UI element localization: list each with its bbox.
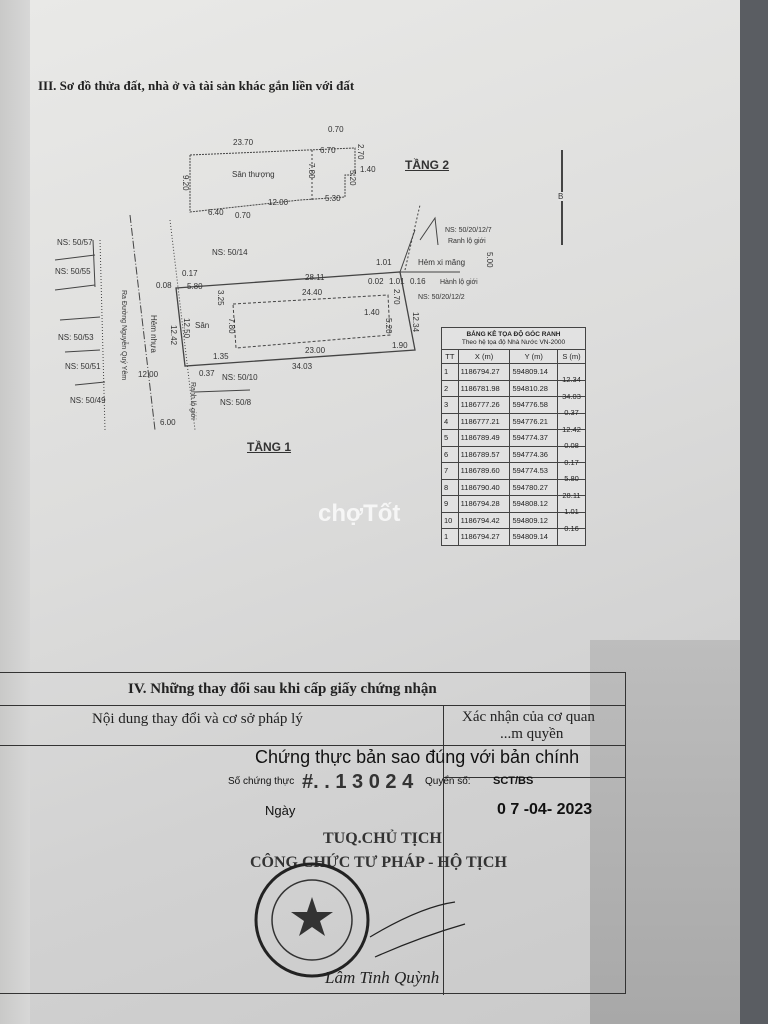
- neighbor-label: NS: 50/49: [70, 396, 106, 405]
- dim-label: 5.30: [325, 194, 341, 203]
- dim-label: 34.03: [292, 362, 313, 371]
- boundary-label: Ranh lộ giới: [448, 238, 486, 245]
- watermark: chợTốt: [318, 500, 401, 527]
- dim-label: 0.08: [156, 281, 172, 290]
- dim-label: 0.16: [410, 277, 426, 286]
- col-header: S (m): [557, 349, 586, 364]
- boundary-label: Hành lộ giới: [440, 279, 478, 286]
- parcel-outline: [175, 271, 416, 367]
- dim-label: 28.11: [305, 273, 325, 282]
- section-4-title: IV. Những thay đổi sau khi cấp giấy chứn…: [128, 681, 437, 697]
- dim-label: 23.70: [233, 138, 254, 147]
- date-label: Ngày: [265, 803, 296, 818]
- dim-label: 23.00: [305, 346, 326, 355]
- neighbor-label: NS: 50/14: [212, 248, 248, 257]
- floor-1-title: TẦNG 1: [247, 440, 292, 454]
- col-right-header-1: Xác nhận của cơ quan: [462, 709, 595, 725]
- col-left-header: Nội dung thay đổi và cơ sở pháp lý: [92, 711, 303, 727]
- authority-line-2: CÔNG CHỨC TƯ PHÁP - HỘ TỊCH: [250, 854, 507, 871]
- house-outline: [232, 294, 391, 349]
- dim-label: 0.02: [368, 277, 384, 286]
- floor-2-title: TẦNG 2: [405, 158, 450, 172]
- book-label: Quyển số:: [425, 776, 471, 787]
- dim-label: 6.40: [208, 208, 224, 217]
- cell-x: 1186794.27: [457, 528, 511, 546]
- dim-label: 24.40: [302, 288, 323, 297]
- dim-label: 0.37: [199, 369, 215, 378]
- coord-table-title: BẢNG KÊ TỌA ĐỘ GÓC RANH: [466, 330, 561, 338]
- cert-number: #. . 1 3 0 2 4: [302, 771, 414, 793]
- signer-name: Lâm Tinh Quỳnh: [325, 968, 440, 987]
- neighbor-label: NS: 50/55: [55, 267, 91, 276]
- dim-label: 1.40: [360, 165, 376, 174]
- col-header: X (m): [457, 349, 511, 364]
- neighbor-label: NS: 50/10: [222, 373, 258, 382]
- dim-label: 6.70: [320, 146, 336, 155]
- section-3-title: III. Sơ đồ thửa đất, nhà ở và tài sản kh…: [38, 78, 355, 93]
- neighbor-label: NS: 50/20/12/2: [418, 294, 465, 301]
- document-page: [30, 0, 740, 1024]
- north-label: B: [558, 192, 564, 201]
- neighbor-label: NS: 50/51: [65, 362, 101, 371]
- cert-number-label: Số chứng thực: [228, 776, 295, 787]
- dim-label: 6.00: [160, 418, 176, 427]
- dim-label: 0.17: [182, 269, 198, 278]
- neighbor-label: NS: 50/20/12/7: [445, 227, 492, 234]
- changes-table: IV. Những thay đổi sau khi cấp giấy chứn…: [0, 672, 626, 995]
- alley-label: Hẻm xi măng: [418, 258, 466, 267]
- neighbor-label: NS: 50/8: [220, 398, 252, 407]
- cell-x: 1186794.28: [457, 495, 511, 513]
- dim-label: 0.70: [235, 211, 251, 220]
- neighbor-label: NS: 50/57: [57, 238, 93, 247]
- cell-s: 0.17: [557, 453, 586, 471]
- cell-s: [557, 536, 586, 554]
- signature-stroke: [369, 901, 466, 958]
- coord-table-subtitle: Theo hệ tọa độ Nhà Nước VN-2000: [461, 338, 566, 346]
- area-label: Sân: [195, 321, 210, 330]
- area-label: Sân thượng: [232, 170, 275, 179]
- shadow: [590, 640, 740, 1024]
- dim-label: 12.00: [268, 198, 289, 207]
- book-number: SCT/BS: [493, 775, 534, 787]
- dim-label: 1.01: [376, 258, 392, 267]
- dim-label: 1.35: [213, 352, 229, 361]
- dim-label: 1.01: [389, 277, 405, 286]
- authority-line-1: TUQ.CHỦ TỊCH: [323, 830, 442, 847]
- dim-label: 12.00: [138, 370, 159, 379]
- neighbor-label: NS: 50/53: [58, 333, 94, 342]
- cell-tt: 1: [441, 528, 459, 546]
- dim-label: 5.80: [187, 282, 203, 291]
- dim-label: 1.90: [392, 341, 408, 350]
- cell-s: 5.80: [557, 470, 586, 488]
- col-right-header-2: ...m quyền: [500, 726, 564, 742]
- floor2-outline: [189, 147, 356, 213]
- col-header: Y (m): [509, 349, 559, 364]
- certification-stamp-text: Chứng thực bản sao đúng với bản chính: [255, 747, 580, 767]
- date: 0 7 -04- 2023: [497, 801, 593, 818]
- dim-label: 1.40: [364, 308, 380, 317]
- dim-label: 0.70: [328, 125, 344, 134]
